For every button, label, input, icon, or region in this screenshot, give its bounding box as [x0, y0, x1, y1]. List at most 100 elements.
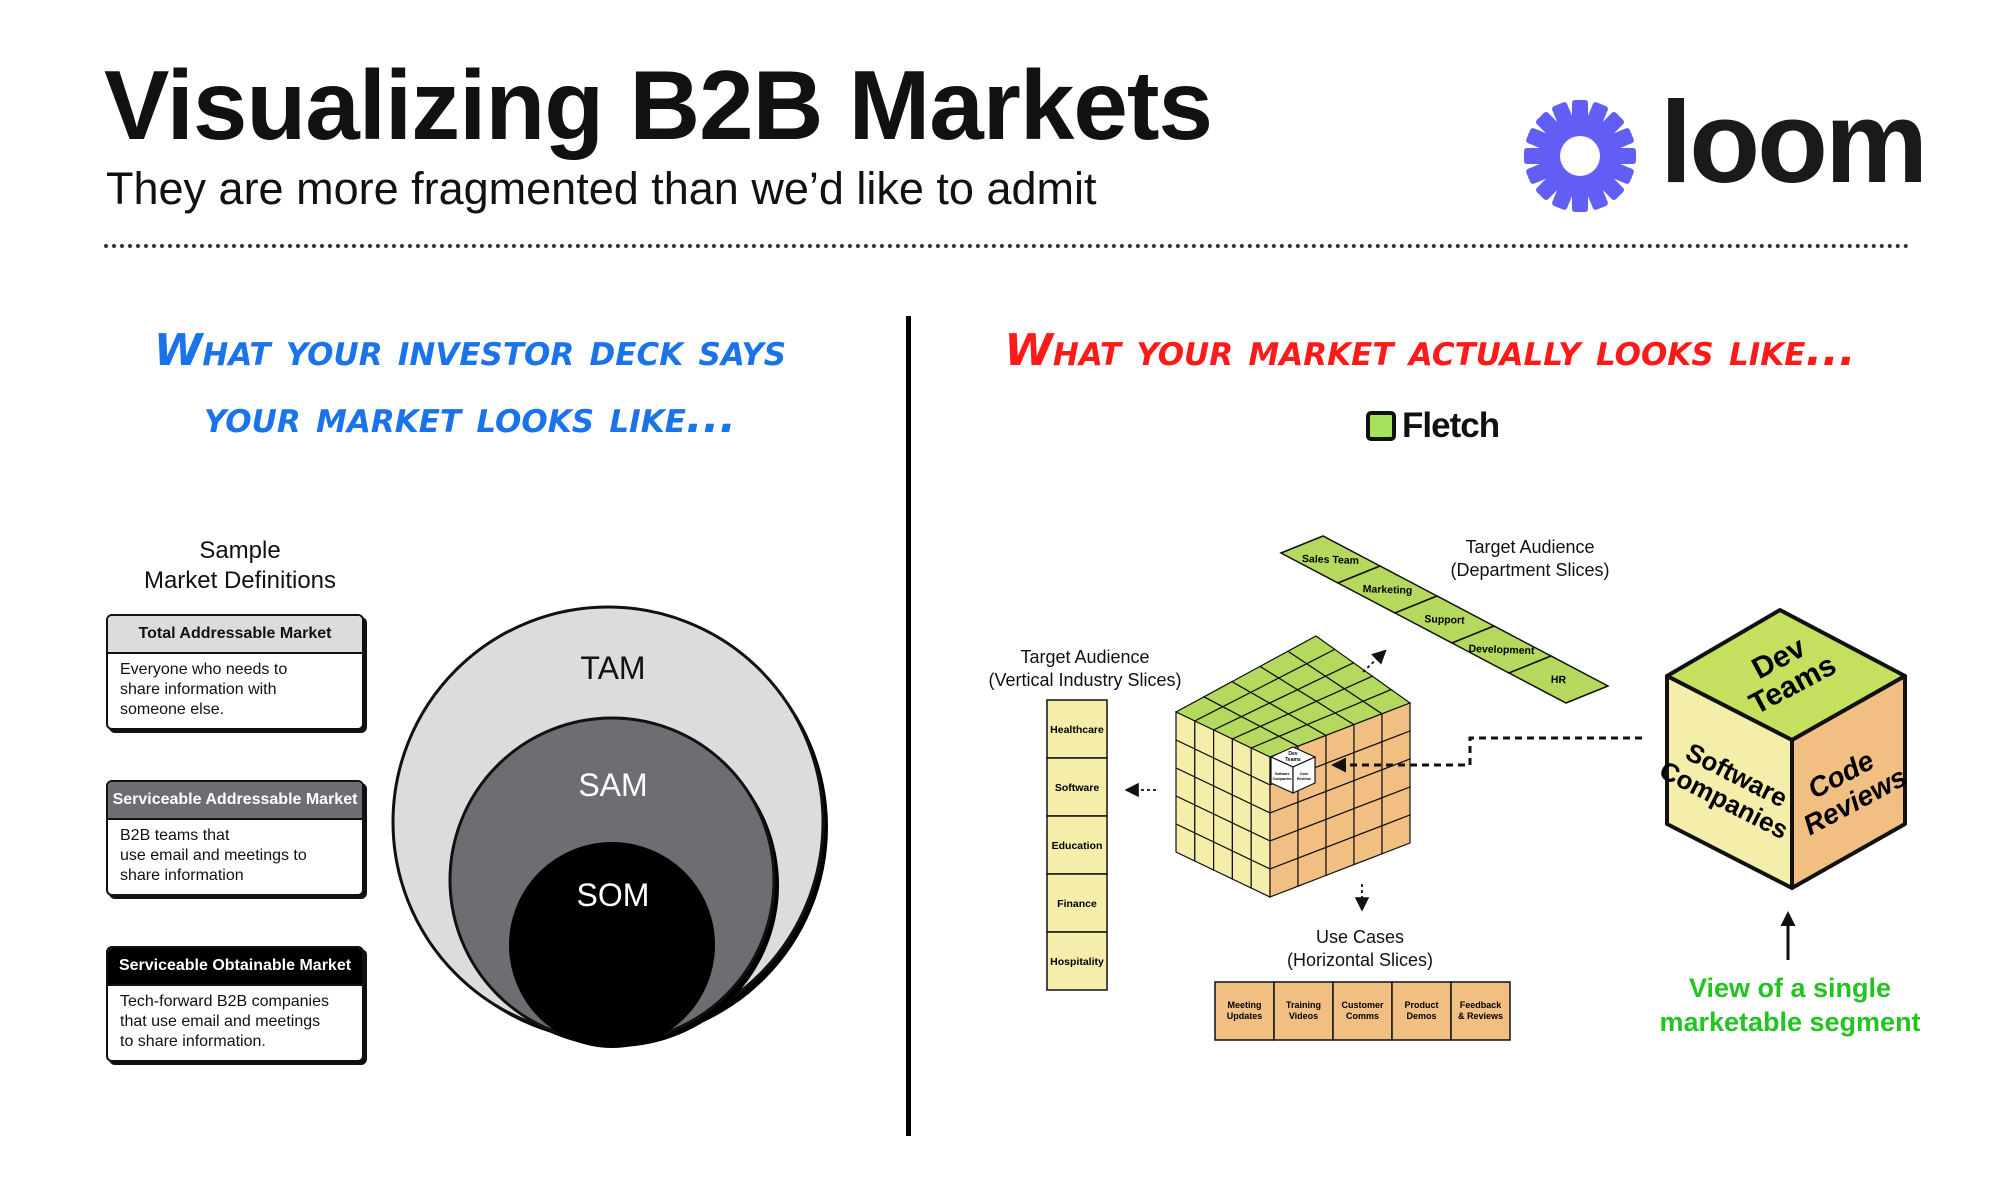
loom-ray [1588, 164, 1625, 201]
section-divider [906, 316, 911, 1136]
industry-slice: Software [1046, 757, 1108, 817]
sam-card-body: B2B teams that use email and meetings to… [108, 820, 362, 894]
small-cube-right-label: Reviews [1297, 777, 1311, 781]
department-slice-strip: Sales Team Marketing Support Development… [1279, 535, 1610, 704]
industry-slice: Education [1046, 815, 1108, 875]
use-case-slice: Training Videos [1273, 981, 1334, 1041]
department-label: Support [1424, 613, 1465, 626]
tam-card-line: Everyone who needs to [120, 661, 288, 678]
loom-ray [1535, 164, 1572, 201]
definitions-title: Sample Market Definitions [110, 536, 370, 596]
small-cube-right-label: Code [1300, 772, 1309, 776]
use-case-label: Product [1404, 1000, 1438, 1010]
page-title: Visualizing B2B Markets [104, 50, 1213, 160]
use-case-label: Videos [1289, 1011, 1318, 1021]
use-case-slice-strip: Meeting Updates Training Videos Customer… [1214, 981, 1511, 1041]
fletch-wordmark: Fletch [1402, 406, 1500, 445]
small-cube-left-label: Companies [1273, 777, 1292, 781]
market-size-circles: TAM SAM SOM [391, 605, 828, 1048]
department-slice: HR [1507, 655, 1610, 704]
fletch-square-icon [1366, 411, 1396, 441]
segment-caption-line1: View of a single [1688, 973, 1892, 1003]
som-card-line: that use email and meetings [120, 1013, 321, 1030]
department-slices-title: Target Audience (Department Slices) [1390, 536, 1670, 581]
small-cube-top-label: Teams [1285, 757, 1301, 763]
cube-right-cell [1381, 814, 1411, 855]
segment-caption-line2: marketable segment [1659, 1006, 1921, 1037]
department-label: HR [1551, 674, 1567, 687]
department-label: Development [1468, 643, 1535, 657]
vertical-title-line2: (Vertical Industry Slices) [988, 669, 1182, 690]
definitions-title-line1: Sample [199, 537, 281, 564]
department-label: Marketing [1363, 583, 1413, 597]
use-case-slice: Product Demos [1391, 981, 1452, 1041]
segment-caption: View of a single marketable segment [1630, 972, 1950, 1040]
loom-ray [1594, 156, 1634, 184]
definitions-title-line2: Market Definitions [143, 567, 337, 594]
right-heading: What your market actually looks like... [1004, 325, 1856, 376]
sam-definition-card: Serviceable Addressable Market B2B teams… [106, 780, 364, 896]
market-cube [1174, 635, 1412, 898]
som-circle [509, 842, 715, 1048]
som-card-body: Tech-forward B2B companies that use emai… [108, 986, 362, 1060]
page-subtitle: They are more fragmented than we’d like … [106, 163, 1097, 214]
industry-slice-strip: Healthcare Software Education Finance Ho… [1046, 699, 1108, 991]
use-case-label: Comms [1346, 1011, 1379, 1021]
loom-ray [1535, 111, 1572, 148]
department-label: Sales Team [1302, 553, 1359, 567]
industry-slice: Healthcare [1046, 699, 1108, 759]
department-arrow [1362, 649, 1387, 673]
sam-card-title: Serviceable Addressable Market [108, 782, 362, 820]
use-case-label: Feedback [1460, 1000, 1503, 1010]
highlighted-segment-cube: Dev Teams Software Companies Code Review… [1269, 746, 1317, 794]
industry-label: Finance [1057, 898, 1097, 910]
use-case-label: Updates [1227, 1011, 1263, 1021]
tam-card-line: share information with [120, 681, 277, 698]
usecase-title-line2: (Horizontal Slices) [1286, 949, 1434, 970]
industry-slice: Finance [1046, 873, 1108, 933]
loom-starburst-icon [1524, 100, 1636, 212]
loom-ray [1588, 111, 1625, 148]
left-heading-line2: your market looks like... [203, 392, 737, 443]
loom-ray [1526, 128, 1566, 156]
sam-card-line: share information [120, 867, 244, 884]
industry-label: Education [1052, 840, 1103, 852]
loom-ray [1580, 170, 1608, 210]
loom-ray [1552, 102, 1580, 142]
small-cube-left-label: Software [1275, 772, 1290, 776]
small-cube-top-label: Dev [1288, 751, 1297, 757]
sam-label: SAM [578, 767, 647, 803]
use-case-label: Demos [1406, 1011, 1436, 1021]
som-label: SOM [577, 877, 650, 913]
use-case-slice: Feedback & Reviews [1450, 981, 1511, 1041]
header-divider [104, 244, 1910, 248]
use-case-label: & Reviews [1458, 1011, 1503, 1021]
som-card-line: Tech-forward B2B companies [120, 993, 329, 1010]
use-case-slice: Customer Comms [1332, 981, 1393, 1041]
use-case-label: Meeting [1227, 1000, 1261, 1010]
usecase-slices-title: Use Cases (Horizontal Slices) [1250, 926, 1470, 971]
segment-cube-right [1790, 674, 1907, 890]
tam-card-body: Everyone who needs to share information … [108, 654, 362, 728]
department-title-line1: Target Audience [1465, 537, 1595, 557]
left-heading-line1: What your investor deck says [153, 325, 787, 376]
tam-definition-card: Total Addressable Market Everyone who ne… [106, 614, 364, 730]
loom-ray [1580, 102, 1608, 142]
loom-ray [1552, 170, 1580, 210]
segment-cube: Dev Teams Software Companies Code Review… [1655, 608, 1912, 890]
segment-zoom-arrow [1331, 736, 1642, 773]
use-case-label: Customer [1341, 1000, 1384, 1010]
industry-label: Hospitality [1050, 956, 1104, 968]
som-card-title: Serviceable Obtainable Market [108, 948, 362, 986]
sam-card-line: use email and meetings to [120, 847, 307, 864]
industry-label: Healthcare [1050, 724, 1104, 736]
loom-wordmark: loom [1660, 77, 1928, 207]
tam-label: TAM [580, 650, 645, 686]
usecase-title-line1: Use Cases [1315, 927, 1405, 947]
vertical-title-line1: Target Audience [1020, 647, 1150, 667]
department-title-line2: (Department Slices) [1450, 559, 1610, 580]
fletch-logo: Fletch [1366, 406, 1500, 446]
industry-slice: Hospitality [1046, 931, 1108, 991]
som-card-line: to share information. [120, 1033, 266, 1050]
